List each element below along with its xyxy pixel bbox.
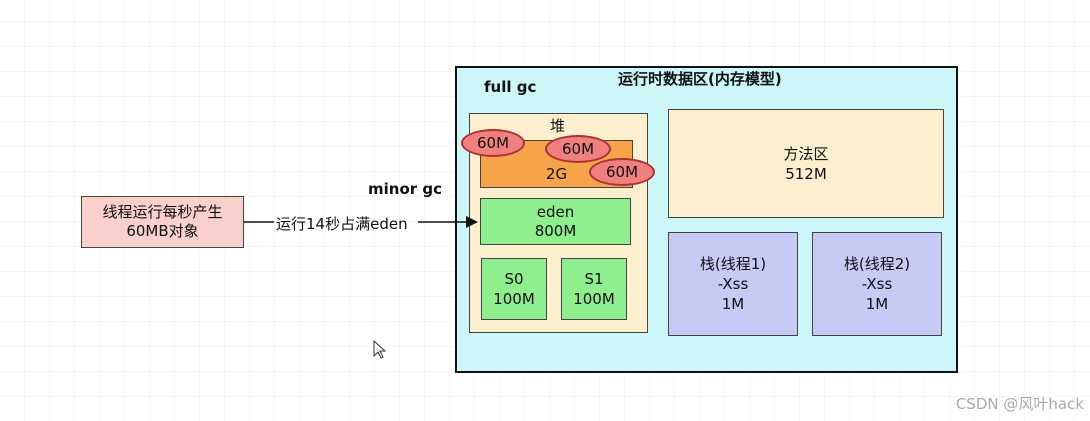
stack-1-name: 栈(线程1) [699,255,767,273]
object-oval-1: 60M [461,129,525,157]
object-oval-2: 60M [545,135,611,163]
s1-name: S1 [584,270,604,288]
minor-gc-label: minor gc [368,180,443,198]
full-gc-label: full gc [484,78,537,96]
method-area-name: 方法区 [783,144,829,163]
stack-thread-2: 栈(线程2) -Xss 1M [812,232,942,336]
method-area: 方法区 512M [668,109,944,218]
s1-size: 100M [573,290,615,308]
runtime-area-title: 运行时数据区(内存模型) [618,70,782,88]
heap-title: 堆 [550,117,566,135]
source-line-2: 60MB对象 [126,222,199,240]
stack-2-name: 栈(线程2) [843,255,911,273]
s0-size: 100M [493,290,535,308]
stack-2-flag: -Xss [861,275,893,293]
method-area-size: 512M [785,164,827,183]
eden-area: eden 800M [480,198,631,245]
source-line-1: 线程运行每秒产生 [102,203,223,221]
s0-name: S0 [504,270,524,288]
stack-1-flag: -Xss [717,275,749,293]
old-generation-size: 2G [545,165,568,183]
thread-source-box: 线程运行每秒产生 60MB对象 [81,196,244,248]
stack-thread-1: 栈(线程1) -Xss 1M [668,232,798,336]
arrow-label: 运行14秒占满eden [276,215,408,233]
survivor-s1: S1 100M [561,258,627,320]
mouse-cursor-icon [373,339,387,359]
arrow-head [466,216,478,228]
survivor-s0: S0 100M [481,258,547,320]
object-oval-3: 60M [589,158,655,186]
watermark: CSDN @风叶hack [955,395,1084,413]
eden-name: eden [536,202,575,221]
stack-1-size: 1M [721,295,745,313]
stack-2-size: 1M [865,295,889,313]
eden-size: 800M [534,221,577,240]
